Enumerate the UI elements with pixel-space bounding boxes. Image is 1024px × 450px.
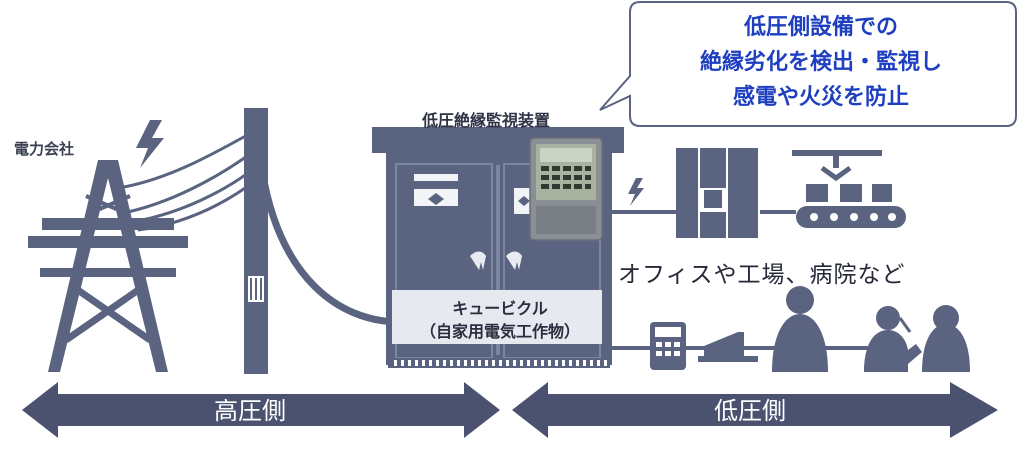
cubicle-name-label: キュービクル — [452, 299, 548, 318]
monitor-device-icon — [529, 137, 603, 241]
high-voltage-side-label: 高圧側 — [214, 397, 286, 425]
cubicle-subtitle-label: （自家用電気工作物） — [419, 322, 580, 341]
low-voltage-side-label: 低圧側 — [714, 397, 786, 425]
fax-phone-icon — [650, 322, 686, 370]
office-worker-icon — [772, 286, 828, 372]
low-voltage-arrow — [512, 382, 998, 438]
factory-machine-icon — [676, 148, 758, 238]
conveyor-icon — [792, 150, 906, 228]
callout-text: 低圧側設備での 絶縁劣化を検出・監視し 感電や火災を防止 — [628, 10, 1014, 115]
callout-line-3: 感電や火災を防止 — [732, 85, 909, 110]
callout-line-2: 絶縁劣化を検出・監視し — [699, 50, 942, 75]
high-voltage-arrow — [22, 382, 500, 438]
callout-bubble — [599, 1, 1017, 127]
service-cable — [258, 169, 397, 326]
power-company-label: 電力会社 — [14, 140, 75, 158]
callout-line-1: 低圧側設備での — [743, 15, 898, 40]
offices-label: オフィスや工場、病院など — [618, 262, 906, 288]
utility-pole-icon — [244, 108, 268, 374]
laptop-icon — [698, 332, 758, 362]
medical-staff-icon — [864, 305, 970, 372]
lightning-icon — [136, 120, 164, 168]
small-lightning-icon — [628, 178, 644, 206]
monitor-device-label: 低圧絶縁監視装置 — [422, 111, 551, 130]
transmission-tower-icon — [28, 160, 188, 372]
